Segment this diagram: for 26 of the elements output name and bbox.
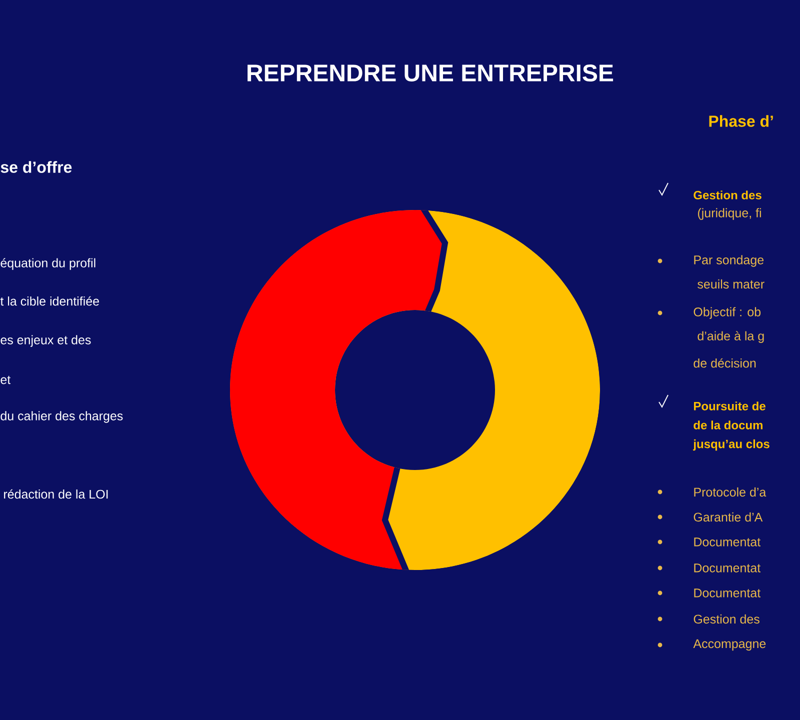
label: se d’offre xyxy=(0,161,72,173)
label: et xyxy=(0,376,11,384)
label: t la cible identifiée xyxy=(0,296,99,306)
label: Objectif : ob xyxy=(694,307,761,319)
label: Accompagne xyxy=(693,639,766,651)
label: Documentat xyxy=(694,588,760,598)
label: jusqu’au clos xyxy=(693,439,770,451)
label: de décision xyxy=(694,358,756,368)
label: Garantie d’A xyxy=(694,512,763,522)
label: Poursuite de xyxy=(694,402,766,410)
label: es enjeux et des xyxy=(0,335,91,347)
label: Protocole d’a xyxy=(694,487,766,497)
title: REPRENDRE UNE ENTREPRISE xyxy=(248,64,614,82)
label: Documentat xyxy=(694,564,760,572)
label: Gestion des xyxy=(694,614,760,624)
label: Par sondage xyxy=(694,255,764,267)
label: (juridique, fi xyxy=(698,208,761,220)
label: rédaction de la LOI xyxy=(4,489,108,499)
label: Documentat xyxy=(694,538,760,546)
label: seuils mater xyxy=(698,279,764,289)
label: Phase d’ xyxy=(709,115,773,127)
label: équation du profil xyxy=(0,258,96,270)
label: de la docum xyxy=(694,420,762,430)
label: Gestion des xyxy=(694,190,762,200)
label: d’aide à la g xyxy=(698,331,764,343)
label: du cahier des charges xyxy=(0,411,123,423)
